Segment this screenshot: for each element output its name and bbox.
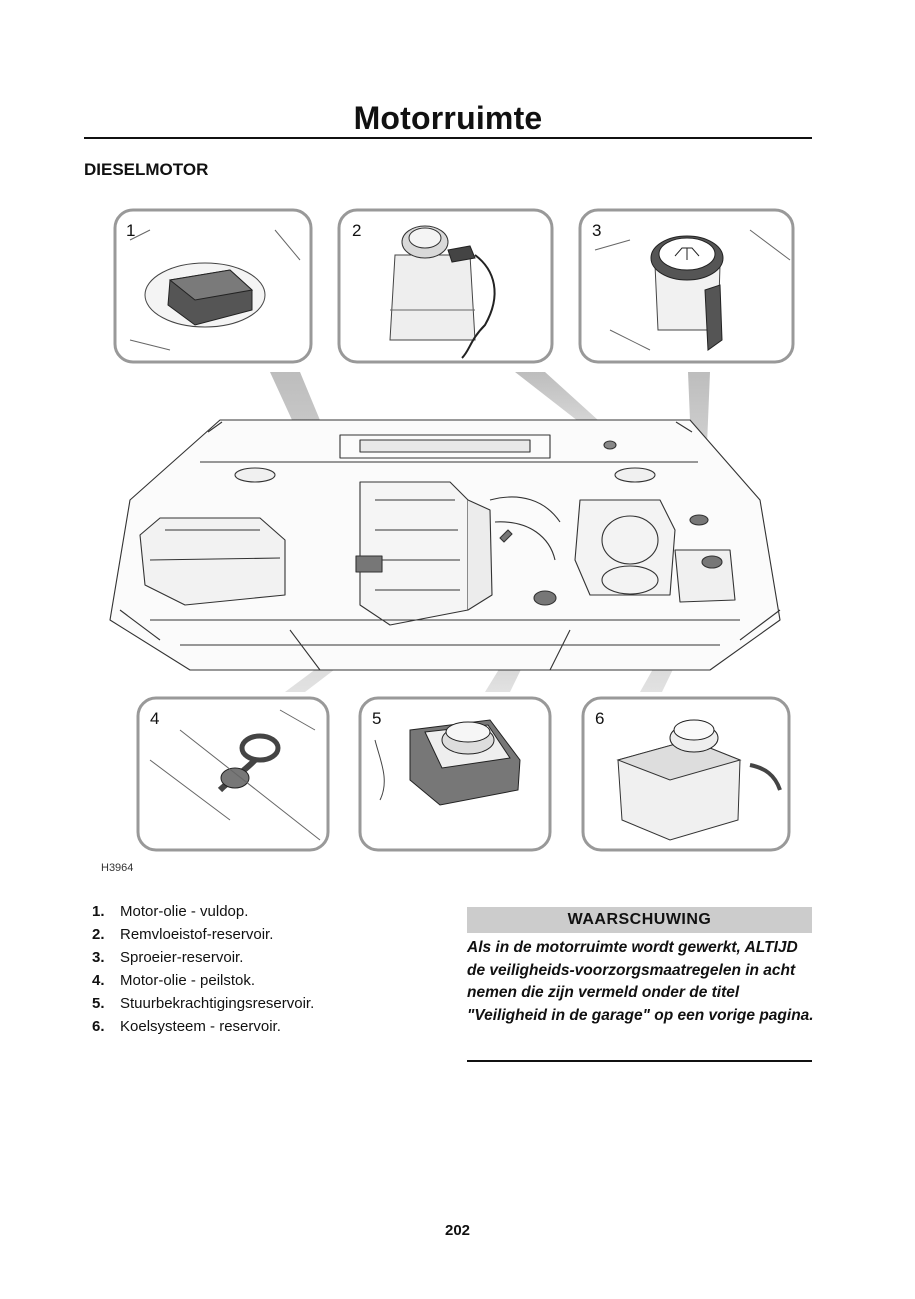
list-item: 2. Remvloeistof-reservoir. <box>92 923 314 946</box>
inset-6: 6 <box>581 696 791 852</box>
inset-1: 1 <box>113 208 313 364</box>
inset-4: 4 <box>136 696 330 852</box>
list-item-text: Motor-olie - peilstok. <box>120 972 256 989</box>
figure-reference: H3964 <box>101 862 134 874</box>
warning-rule <box>467 1060 812 1062</box>
list-item: 6. Koelsysteem - reservoir. <box>92 1015 314 1038</box>
inset-2: 2 <box>337 208 554 364</box>
list-item-text: Stuurbekrachtigingsreservoir. <box>120 995 315 1012</box>
inset-1-number: 1 <box>126 221 135 240</box>
inset-5: 5 <box>358 696 552 852</box>
list-item-text: Motor-olie - vuldop. <box>120 903 249 920</box>
title-rule <box>84 137 812 139</box>
list-item-text: Sproeier-reservoir. <box>120 949 244 966</box>
inset-2-number: 2 <box>352 221 361 240</box>
list-item-text: Remvloeistof-reservoir. <box>120 926 274 943</box>
inset-3: 3 <box>578 208 795 364</box>
inset-4-number: 4 <box>150 709 159 728</box>
list-item-number: 6. <box>92 1018 105 1035</box>
page-number: 202 <box>444 1222 471 1239</box>
warning-heading: WAARSCHUWING <box>467 907 812 933</box>
list-item-number: 3. <box>92 949 105 966</box>
parts-legend: 1. Motor-olie - vuldop. 2. Remvloeistof-re… <box>92 900 314 1038</box>
inset-5-number: 5 <box>372 709 381 728</box>
list-item-number: 4. <box>92 972 105 989</box>
engine-bay-drawing <box>109 419 781 671</box>
inset-3-number: 3 <box>592 221 601 240</box>
list-item: 3. Sproeier-reservoir. <box>92 946 314 969</box>
list-item-number: 5. <box>92 995 105 1012</box>
engine-bay-illustration: 1 2 3 4 <box>90 200 810 880</box>
inset-6-number: 6 <box>595 709 604 728</box>
section-heading: DIESELMOTOR <box>84 160 209 179</box>
list-item-number: 2. <box>92 926 105 943</box>
page-title: Motorruimte <box>353 100 543 136</box>
list-item-number: 1. <box>92 903 105 920</box>
list-item: 4. Motor-olie - peilstok. <box>92 969 314 992</box>
list-item: 1. Motor-olie - vuldop. <box>92 900 314 923</box>
list-item-text: Koelsysteem - reservoir. <box>120 1018 281 1035</box>
warning-text: Als in de motorruimte wordt gewerkt, ALT… <box>467 939 814 1024</box>
list-item: 5. Stuurbekrachtigingsreservoir. <box>92 992 314 1015</box>
